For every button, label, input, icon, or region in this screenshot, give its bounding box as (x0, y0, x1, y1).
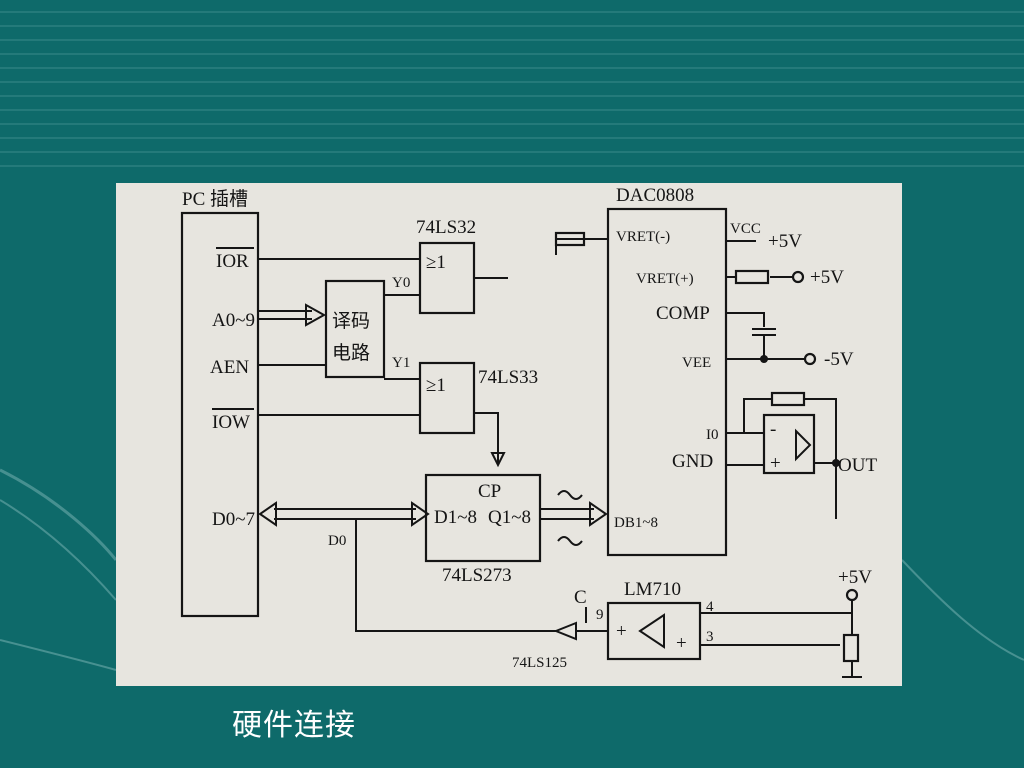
vref-pos-resistor (734, 269, 770, 285)
output-opamp-box (762, 413, 816, 475)
dac: DAC0808 VRET(-) VRET(+) COMP VEE I0 GND … (606, 185, 761, 557)
dac-box (606, 207, 728, 557)
output-opamp: - + (762, 413, 816, 475)
cp-arrow (490, 452, 506, 468)
data-bus-arrow (258, 501, 430, 527)
potentiometer (842, 633, 860, 663)
comparator-pin3: 3 (706, 629, 714, 645)
decoder-y1: Y1 (392, 355, 410, 371)
comparator-supply: +5V (838, 567, 872, 588)
gate-upper-symbol: ≥1 (426, 252, 446, 273)
pc-signal-ior: IOR (216, 251, 249, 272)
latch-d: D1~8 (434, 507, 477, 528)
gate-upper-part: 74LS32 (416, 217, 476, 238)
wave-symbol-upper (557, 490, 583, 500)
buffer-wires (576, 607, 608, 632)
vref-neg-wire (555, 238, 608, 255)
decoder-box (324, 279, 386, 379)
feedback-resistor (770, 391, 806, 407)
comparator-pin9: 9 (596, 607, 604, 623)
buffer-part: 74LS125 (512, 655, 567, 671)
gate-lower-box (418, 361, 476, 435)
gate-upper: 74LS32 ≥1 (416, 217, 476, 315)
dac-pin-vref-neg: VRET(-) (616, 229, 670, 245)
decoder-label-1: 译码 (332, 311, 370, 332)
decoder-y0: Y0 (392, 275, 410, 291)
pc-signal-iow: IOW (212, 412, 250, 433)
opamp-out-wire (726, 462, 836, 466)
address-bus-arrow (258, 303, 327, 327)
pc-signal-addr: A0~9 (212, 310, 255, 331)
pot-wire (700, 601, 853, 646)
pc-signal-data: D0~7 (212, 509, 255, 530)
gate-lower-part: 74LS33 (478, 367, 538, 388)
dac-pin-vcc: VCC (730, 221, 761, 237)
gate-lower-symbol: ≥1 (426, 375, 446, 396)
circuit-figure: PC 插槽 IOR A0~9 AEN IOW D0~7 译码 电路 Y0 Y1 … (116, 183, 902, 686)
wave-symbol-lower (557, 536, 583, 546)
gate-lower-to-cp (474, 412, 499, 463)
dac-pin-io: I0 (706, 427, 719, 443)
circuit-diagram: PC 插槽 IOR A0~9 AEN IOW D0~7 译码 电路 Y0 Y1 … (180, 185, 877, 678)
vref-supply: +5V (810, 267, 844, 288)
background-stripes (0, 11, 1024, 167)
comparator-part: LM710 (624, 579, 681, 600)
vee-terminal (803, 352, 817, 366)
output-opamp-triangle (795, 428, 812, 462)
comparator-supply-wire (700, 599, 853, 614)
latch-cp: CP (478, 481, 501, 502)
vref-neg-resistor (554, 231, 586, 247)
db-bus-arrow (540, 501, 608, 527)
vref-pos-terminal (791, 270, 805, 284)
background-swoosh (0, 468, 1024, 671)
pc-signal-aen: AEN (210, 357, 249, 378)
feedback-wire (726, 398, 837, 463)
vcc-supply: +5V (768, 231, 802, 252)
dac-pin-vee: VEE (682, 355, 711, 371)
pc-slot: PC 插槽 IOR A0~9 AEN IOW D0~7 (180, 188, 260, 618)
comparator-triangle (638, 613, 665, 649)
dac-pin-db: DB1~8 (614, 515, 658, 531)
comparator-pin4: 4 (706, 599, 714, 615)
comparator-supply-terminal (845, 588, 859, 602)
output-opamp-minus: - (770, 419, 776, 440)
buffer-triangle (553, 621, 577, 641)
decoder-label-2: 电路 (332, 342, 370, 364)
buffer: C 74LS125 (512, 587, 587, 671)
comparator: LM710 + + 9 4 3 (596, 579, 714, 661)
pc-slot-title: PC 插槽 (182, 188, 248, 210)
output-opamp-plus: + (770, 453, 781, 474)
out-label: OUT (838, 455, 877, 476)
dac-pin-gnd: GND (672, 451, 713, 472)
pot-ground (842, 661, 862, 678)
slide-caption: 硬件连接 (232, 708, 356, 743)
d0-label: D0 (328, 533, 346, 549)
vee-supply: -5V (824, 349, 854, 370)
comparator-plus: + (616, 621, 627, 642)
latch: CP D1~8 Q1~8 74LS273 (424, 473, 542, 586)
comp-capacitor (726, 312, 776, 359)
dac-pin-vref-pos: VRET(+) (636, 271, 694, 287)
buffer-c: C (574, 587, 587, 608)
latch-part: 74LS273 (442, 565, 512, 586)
dac-part: DAC0808 (616, 185, 694, 206)
vee-node (760, 355, 768, 363)
gate-lower: 74LS33 ≥1 (418, 361, 538, 435)
decoder: 译码 电路 Y0 Y1 (324, 275, 410, 379)
d0-wire (355, 519, 556, 632)
dac-pin-comp: COMP (656, 303, 710, 324)
comparator-minus: + (676, 633, 687, 654)
latch-q: Q1~8 (488, 507, 531, 528)
